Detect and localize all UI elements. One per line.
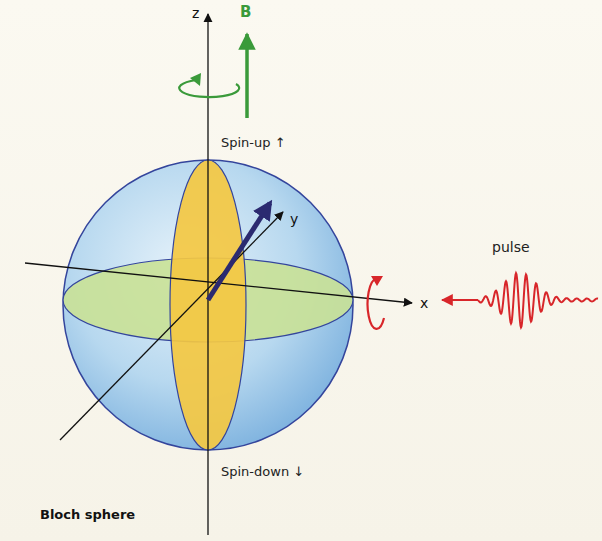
- pulse-arrow: [442, 299, 478, 301]
- figure-caption: Bloch sphere: [40, 508, 135, 522]
- axis-label: y: [290, 212, 298, 227]
- rotation-arrowhead: [371, 276, 383, 286]
- pulse-label: pulse: [492, 240, 530, 255]
- pole-label: Spin-up ↑: [221, 136, 286, 150]
- precession-arrowhead: [190, 73, 201, 86]
- y-axis: [60, 212, 283, 440]
- state-vector: [208, 203, 270, 300]
- rotation-arrow: [368, 279, 384, 329]
- axis-label: x: [420, 296, 428, 311]
- axis-label: z: [192, 6, 199, 21]
- z-axis: [207, 14, 208, 535]
- field-label: B: [240, 4, 251, 21]
- precession-arrow: [179, 80, 239, 97]
- field-arrow: [245, 34, 249, 118]
- pole-label: Spin-down ↓: [221, 465, 304, 479]
- pulse-waveform: [478, 273, 598, 327]
